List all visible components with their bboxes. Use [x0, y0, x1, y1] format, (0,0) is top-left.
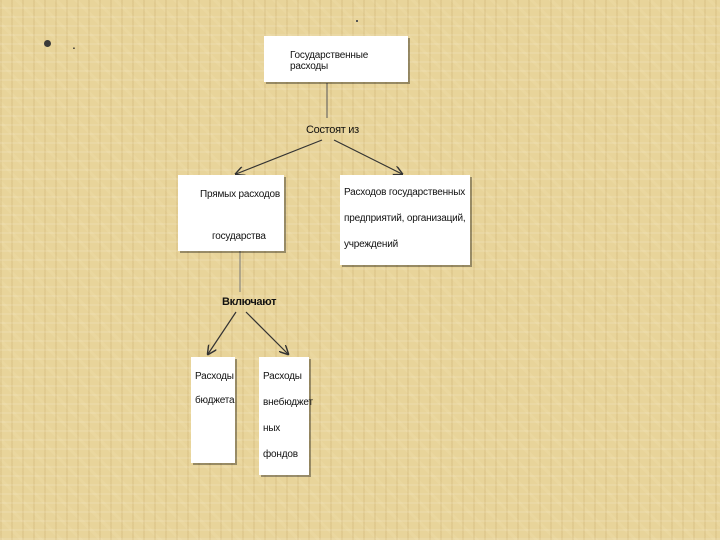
arrow-to-sub-right	[245, 311, 288, 354]
right-box-line-3: учреждений	[344, 239, 399, 250]
sub-right-line-1: Расходы	[263, 371, 302, 382]
right-box-line-1: Расходов государственных	[344, 187, 466, 198]
sub-right-line-4: фондов	[263, 449, 298, 460]
sub-right-line-2: внебюджет	[263, 397, 313, 408]
left-box: Прямых расходов государства	[178, 175, 284, 251]
bullet-icon	[44, 40, 51, 47]
left-box-line-1: Прямых расходов	[200, 189, 280, 200]
arrow-to-sub-left	[208, 311, 237, 354]
sub-left-line-2: бюджета	[195, 395, 235, 406]
root-box: Государственные расходы	[264, 36, 408, 82]
root-box-text: Государственные расходы	[290, 50, 369, 72]
right-box-line-2: предприятий, организаций,	[344, 213, 466, 224]
left-box-line-2: государства	[212, 231, 266, 242]
sub-right-line-3: ных	[263, 423, 281, 434]
consist-label: Состоят из	[306, 124, 359, 136]
sub-right-box: Расходы внебюджет ных фондов	[259, 357, 313, 475]
arrow-to-right-box	[333, 139, 402, 174]
sub-left-box: Расходы бюджета	[191, 357, 235, 463]
sub-left-line-1: Расходы	[195, 371, 234, 382]
arrow-to-left-box	[236, 139, 323, 174]
right-box: Расходов государственных предприятий, ор…	[340, 175, 470, 265]
slide-dot-top	[356, 20, 358, 22]
include-label: Включают	[222, 296, 277, 308]
bullet-text: .	[72, 36, 76, 52]
